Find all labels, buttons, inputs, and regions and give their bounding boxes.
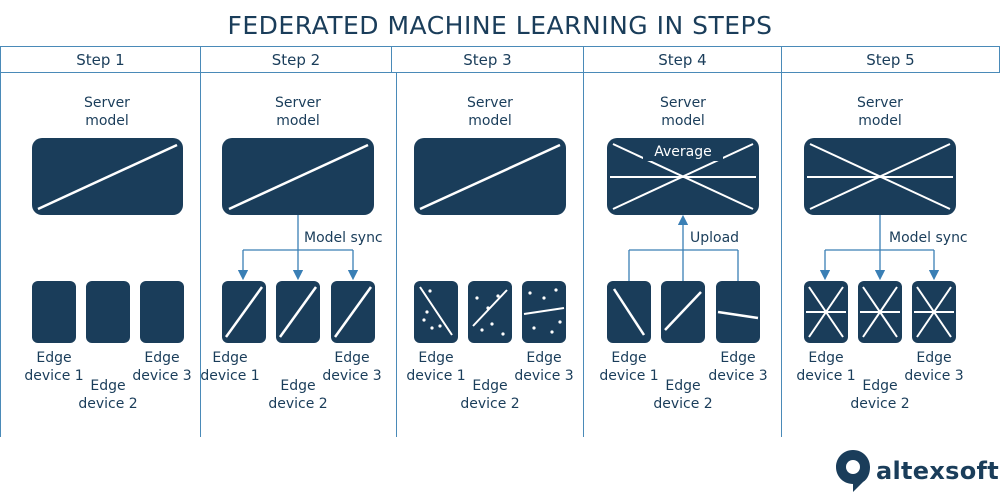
step-2-model-sync-label: Model sync — [304, 230, 383, 246]
step-1-device-2 — [86, 281, 130, 343]
step-1-column — [0, 73, 1, 437]
step-2-device-2 — [276, 281, 320, 343]
step-1-device-1-label: Edge device 1 — [24, 350, 84, 384]
step-5-device-2 — [858, 281, 902, 343]
step-4-server-label: Server model — [660, 95, 706, 129]
step-3-server-label: Server model — [467, 95, 513, 129]
brand-name: altexsoft — [876, 457, 1000, 485]
step-1-server-label: Server model — [84, 95, 130, 129]
step-5-device-3 — [912, 281, 956, 343]
step-4-device-3-label: Edge device 3 — [708, 350, 768, 384]
step-3-device-1-label: Edge device 1 — [406, 350, 466, 384]
step-1-device-2-label: Edge device 2 — [78, 378, 138, 412]
step-4-device-2-label: Edge device 2 — [653, 378, 713, 412]
step-4-upload-arrows — [628, 214, 739, 281]
step-2-sync-arrows — [237, 215, 359, 281]
step-5-device-1-label: Edge device 1 — [796, 350, 856, 384]
step-2-column — [200, 73, 201, 437]
step-5-server-model — [804, 138, 956, 215]
step-2-server-label: Server model — [275, 95, 321, 129]
step-4-device-2 — [661, 281, 705, 343]
step-3-device-2-label: Edge device 2 — [460, 378, 520, 412]
step-3-column — [396, 73, 397, 437]
step-5-model-sync-label: Model sync — [889, 230, 968, 246]
step-2-device-3-label: Edge device 3 — [322, 350, 382, 384]
step-2-server-model — [222, 138, 374, 215]
step-3-device-3-label: Edge device 3 — [514, 350, 574, 384]
altexsoft-logo-icon — [836, 450, 870, 492]
step-4-column — [583, 73, 584, 437]
step-4-device-3 — [716, 281, 760, 343]
step-2-device-1-label: Edge device 1 — [200, 350, 260, 384]
step-1-device-3-label: Edge device 3 — [132, 350, 192, 384]
step-3-server-model — [414, 138, 566, 215]
step-2-device-3 — [331, 281, 375, 343]
step-4-upload-label: Upload — [690, 230, 740, 246]
step-4-device-1-label: Edge device 1 — [599, 350, 659, 384]
step-3-device-1 — [414, 281, 458, 343]
step-3-device-2 — [468, 281, 512, 343]
step-1-server-model — [32, 138, 183, 215]
step-4-average-label: Average — [643, 143, 723, 161]
step-3-device-3 — [522, 281, 566, 343]
step-4-device-1 — [607, 281, 651, 343]
step-2-device-1 — [222, 281, 266, 343]
step-1-device-3 — [140, 281, 184, 343]
step-1-device-1 — [32, 281, 76, 343]
step-5-server-label: Server model — [857, 95, 903, 129]
step-5-sync-arrows — [819, 215, 940, 281]
step-5-device-2-label: Edge device 2 — [850, 378, 910, 412]
diagram-title: FEDERATED MACHINE LEARNING IN STEPS — [227, 11, 773, 40]
step-2-device-2-label: Edge device 2 — [268, 378, 328, 412]
step-5-device-1 — [804, 281, 848, 343]
step-5-column — [781, 73, 782, 437]
step-5-device-3-label: Edge device 3 — [904, 350, 964, 384]
